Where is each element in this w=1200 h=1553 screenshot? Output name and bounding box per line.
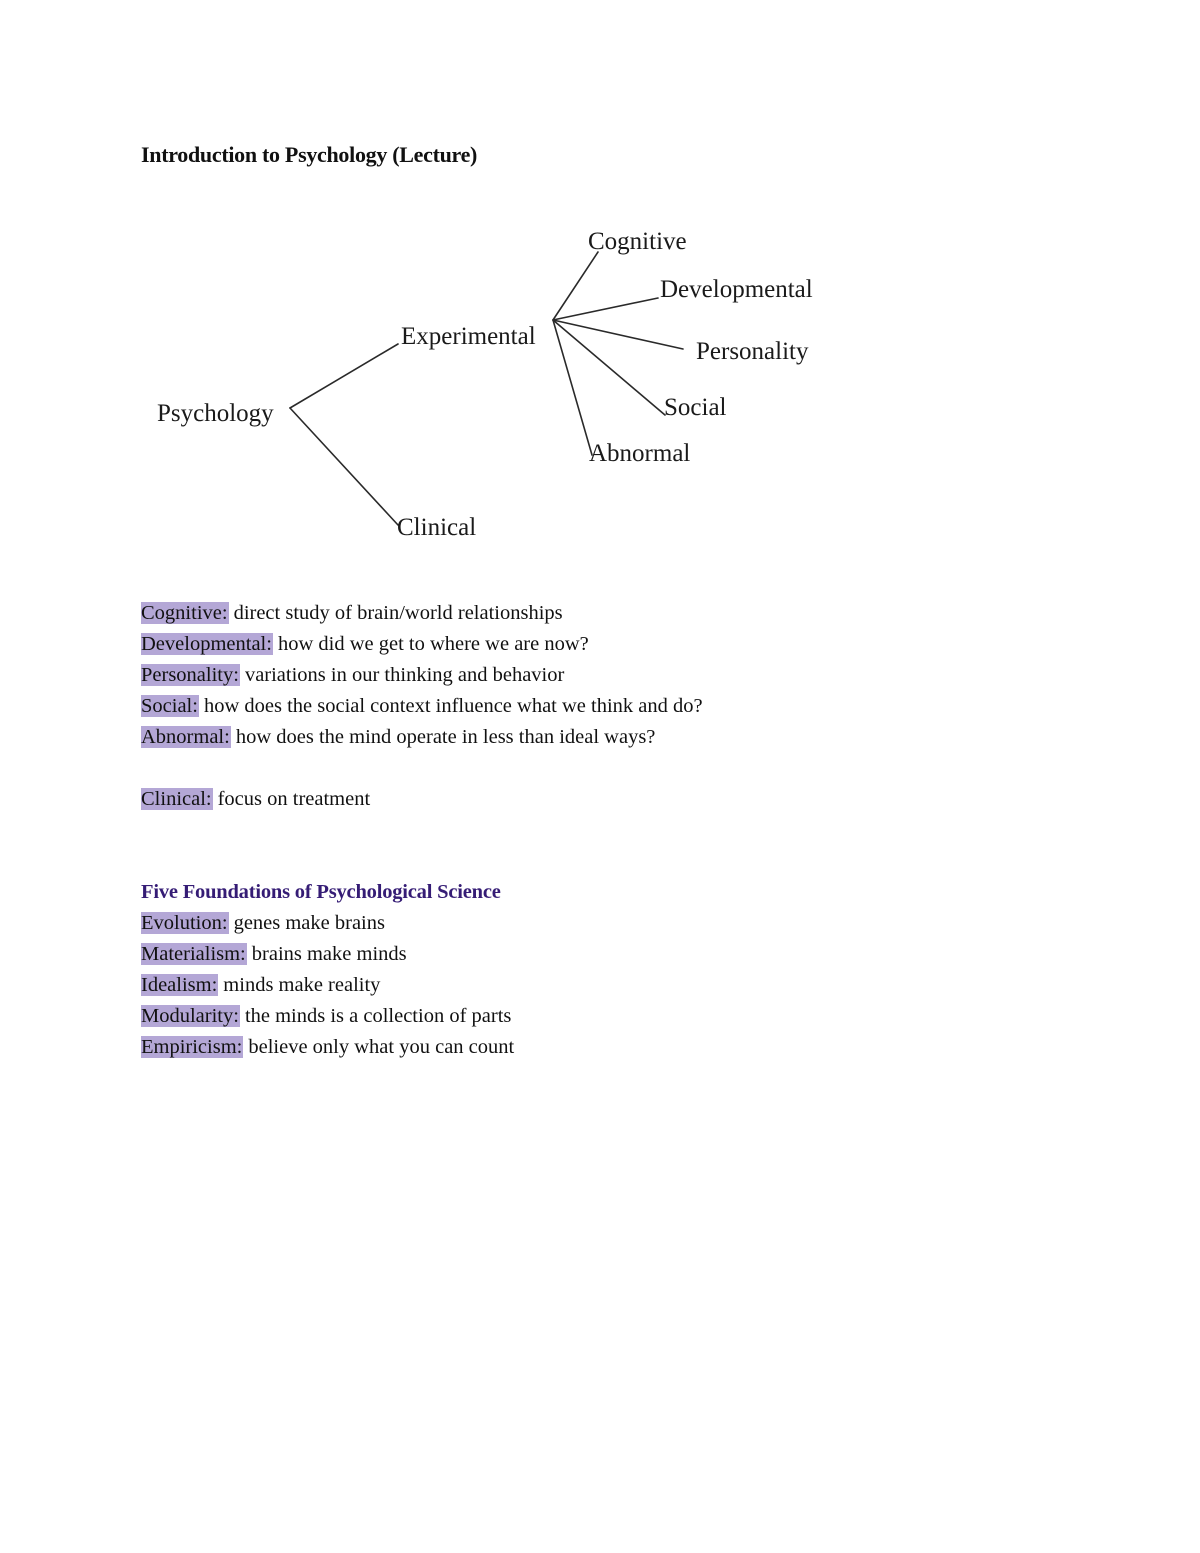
- foundation-row-materialism: Materialism:brains make minds: [141, 939, 514, 970]
- foundation-row-idealism: Idealism:minds make reality: [141, 970, 514, 1001]
- line-experimental-abnormal: [552, 319, 593, 456]
- page-title: Introduction to Psychology (Lecture): [141, 142, 478, 167]
- term-label: Empiricism:: [141, 1036, 244, 1058]
- term-label: Modularity:: [141, 1005, 240, 1027]
- psychology-tree-diagram: Psychology Experimental Clinical Cogniti…: [0, 0, 1200, 600]
- term-description: direct study of brain/world relationship…: [233, 602, 563, 624]
- node-experimental: Experimental: [401, 323, 536, 350]
- definition-row-social: Social:how does the social context influ…: [141, 691, 703, 722]
- line-experimental-cognitive: [552, 251, 599, 321]
- line-experimental-social: [552, 319, 666, 416]
- definition-row-clinical: Clinical:focus on treatment: [141, 784, 703, 815]
- line-psychology-experimental: [289, 343, 399, 409]
- term-description: how does the social context influence wh…: [203, 695, 703, 717]
- node-clinical: Clinical: [397, 514, 477, 541]
- term-label: Materialism:: [141, 943, 247, 965]
- line-experimental-developmental: [552, 297, 659, 321]
- blank-line: [141, 753, 703, 784]
- definition-row-personality: Personality:variations in our thinking a…: [141, 660, 703, 691]
- term-label: Clinical:: [141, 788, 213, 810]
- node-developmental: Developmental: [660, 276, 813, 303]
- term-label: Evolution:: [141, 912, 229, 934]
- term-label: Idealism:: [141, 974, 219, 996]
- foundation-row-empiricism: Empiricism:believe only what you can cou…: [141, 1032, 514, 1063]
- term-description: genes make brains: [233, 912, 385, 934]
- term-description: how did we get to where we are now?: [277, 633, 589, 655]
- term-description: the minds is a collection of parts: [244, 1005, 512, 1027]
- node-abnormal: Abnormal: [589, 440, 691, 467]
- term-description: focus on treatment: [217, 788, 371, 810]
- definition-row-abnormal: Abnormal:how does the mind operate in le…: [141, 722, 703, 753]
- term-description: variations in our thinking and behavior: [244, 664, 565, 686]
- term-description: how does the mind operate in less than i…: [235, 726, 656, 748]
- node-psychology: Psychology: [157, 400, 274, 427]
- term-description: brains make minds: [251, 943, 407, 965]
- term-label: Cognitive:: [141, 602, 229, 624]
- term-label: Abnormal:: [141, 726, 231, 748]
- term-label: Developmental:: [141, 633, 273, 655]
- definition-row-cognitive: Cognitive:direct study of brain/world re…: [141, 598, 703, 629]
- definition-row-developmental: Developmental:how did we get to where we…: [141, 629, 703, 660]
- node-cognitive: Cognitive: [588, 228, 687, 255]
- foundations-heading: Five Foundations of Psychological Scienc…: [141, 881, 501, 903]
- node-personality: Personality: [696, 338, 809, 365]
- term-label: Social:: [141, 695, 199, 717]
- foundation-row-modularity: Modularity:the minds is a collection of …: [141, 1001, 514, 1032]
- subfield-definitions: Cognitive:direct study of brain/world re…: [141, 598, 703, 815]
- foundations-section: Five Foundations of Psychological Scienc…: [141, 877, 514, 1063]
- foundation-row-evolution: Evolution:genes make brains: [141, 908, 514, 939]
- term-label: Personality:: [141, 664, 240, 686]
- line-experimental-personality: [552, 319, 684, 350]
- node-social: Social: [664, 394, 727, 421]
- term-description: minds make reality: [223, 974, 381, 996]
- term-description: believe only what you can count: [248, 1036, 515, 1058]
- line-psychology-clinical: [289, 407, 399, 526]
- diagram-connector-lines: [289, 251, 684, 526]
